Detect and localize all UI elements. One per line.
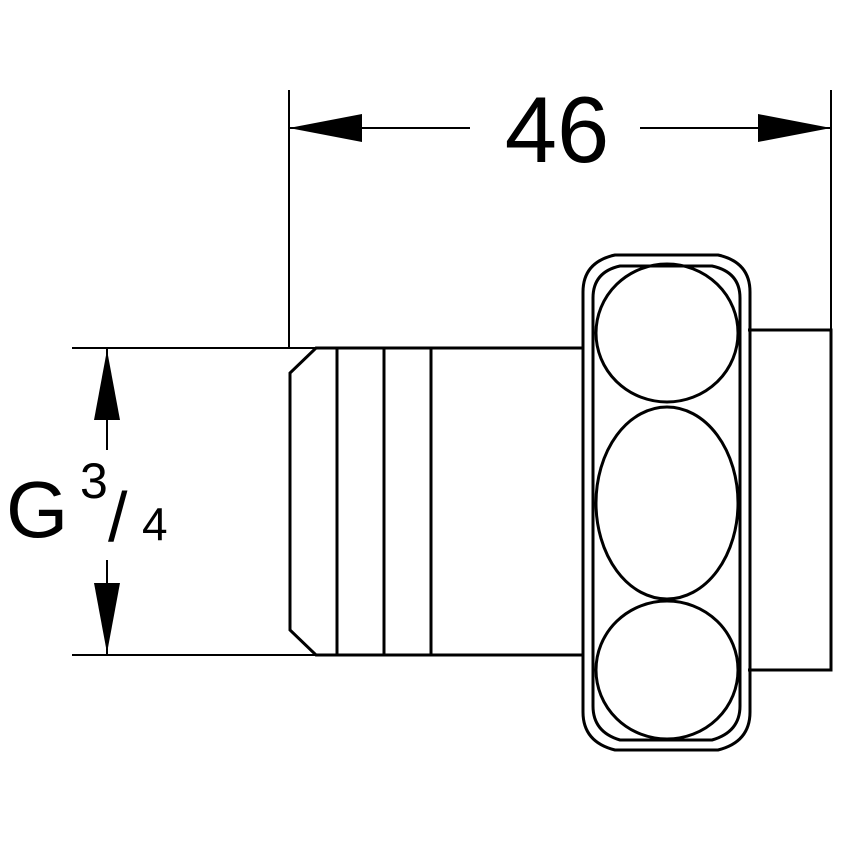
nut-flat-bottom xyxy=(594,599,740,741)
nut-flat-middle xyxy=(594,405,740,601)
width-arrow-right xyxy=(758,114,831,142)
width-dimension-label: 46 xyxy=(505,77,610,182)
thread-label-numerator: 3 xyxy=(80,453,108,509)
nut-flat-top xyxy=(594,262,740,404)
thread-arrow-top xyxy=(94,350,120,420)
thread-arrow-bottom xyxy=(94,583,120,653)
thread-label-prefix: G xyxy=(6,465,68,554)
thread-dimension-line xyxy=(94,348,120,655)
width-dimension-line xyxy=(289,114,831,142)
rear-body-outline xyxy=(748,328,833,672)
hex-nut-outer xyxy=(581,253,752,752)
threaded-shank-outline xyxy=(288,346,582,657)
thread-label-denominator: 4 xyxy=(142,498,168,550)
width-arrow-left xyxy=(289,114,362,142)
hex-nut-inner xyxy=(591,264,742,742)
thread-label-slash: / xyxy=(108,478,128,556)
